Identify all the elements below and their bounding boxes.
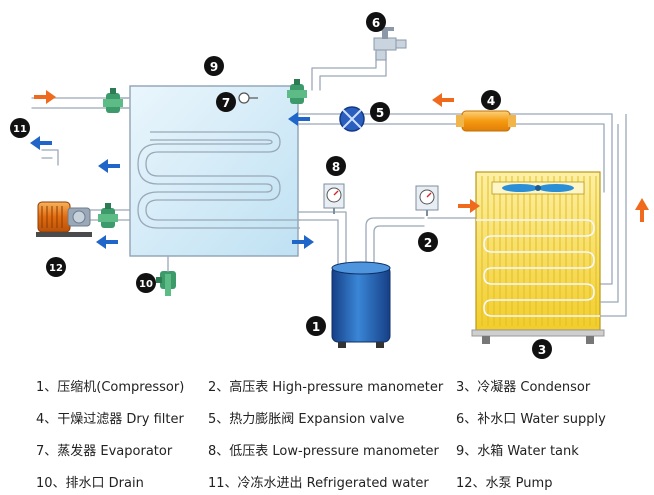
callout-12: 12 [46, 257, 66, 277]
svg-text:7: 7 [222, 96, 230, 110]
legend-item-high-pressure-manometer: 2、高压表 High-pressure manometer [208, 380, 444, 395]
callout-11: 11 [10, 118, 30, 138]
callout-5: 5 [370, 102, 390, 122]
water-supply-faucet [373, 27, 407, 61]
legend-item-refrigerated-water: 11、冷冻水进出 Refrigerated water [208, 476, 429, 491]
flow-arrows-blue [30, 112, 314, 249]
flow-arrows-orange [34, 90, 649, 222]
svg-text:5: 5 [376, 106, 384, 120]
component-legend: 1、压缩机(Compressor) 2、高压表 High-pressure ma… [0, 362, 654, 495]
compressor [331, 261, 391, 348]
expansion-valve [339, 106, 365, 132]
svg-text:1: 1 [312, 320, 320, 334]
callout-4: 4 [481, 90, 501, 110]
low-pressure-gauge [323, 183, 345, 214]
refrigerated-water-valve [103, 88, 123, 113]
legend-item-expansion-valve: 5、热力膨胀阀 Expansion valve [208, 412, 405, 427]
legend-item-water-tank: 9、水箱 Water tank [456, 444, 579, 459]
callout-3: 3 [532, 339, 552, 359]
supply-line-valve [287, 79, 307, 104]
legend-item-drain: 10、排水口 Drain [36, 476, 144, 491]
svg-text:6: 6 [372, 16, 380, 30]
legend-item-condensor: 3、冷凝器 Condensor [456, 380, 591, 395]
condenser [471, 171, 605, 344]
svg-text:10: 10 [139, 279, 153, 290]
callout-7: 7 [216, 92, 236, 112]
callout-2: 2 [418, 232, 438, 252]
pump-inlet-valve [98, 203, 118, 228]
callout-6: 6 [366, 12, 386, 32]
legend-item-evaporator: 7、蒸发器 Evaporator [36, 444, 173, 459]
dry-filter [456, 110, 516, 132]
high-pressure-gauge [415, 185, 439, 216]
callout-10: 10 [136, 273, 156, 293]
legend-item-low-pressure-manometer: 8、低压表 Low-pressure manometer [208, 444, 439, 459]
water-tank [129, 85, 299, 257]
condenser-fan [491, 181, 585, 195]
svg-text:11: 11 [13, 124, 27, 135]
legend-item-dry-filter: 4、干燥过滤器 Dry filter [36, 412, 184, 427]
svg-text:12: 12 [49, 263, 63, 274]
legend-item-water-supply: 6、补水口 Water supply [456, 412, 606, 427]
callout-8: 8 [326, 156, 346, 176]
evaporator-coil [137, 131, 300, 229]
water-pump [36, 201, 92, 237]
svg-text:8: 8 [332, 160, 340, 174]
svg-text:2: 2 [424, 236, 432, 250]
evaporator-marker [238, 92, 258, 104]
refrigeration-system-diagram: 1 2 3 4 5 6 7 8 9 10 11 12 [10, 12, 649, 359]
svg-text:9: 9 [210, 60, 218, 74]
legend-item-pump: 12、水泵 Pump [456, 476, 553, 491]
legend-item-compressor: 1、压缩机(Compressor) [36, 380, 185, 395]
svg-text:4: 4 [487, 94, 495, 108]
drain-valve [156, 271, 176, 296]
svg-text:3: 3 [538, 343, 546, 357]
callout-9: 9 [204, 56, 224, 76]
callout-1: 1 [306, 316, 326, 336]
